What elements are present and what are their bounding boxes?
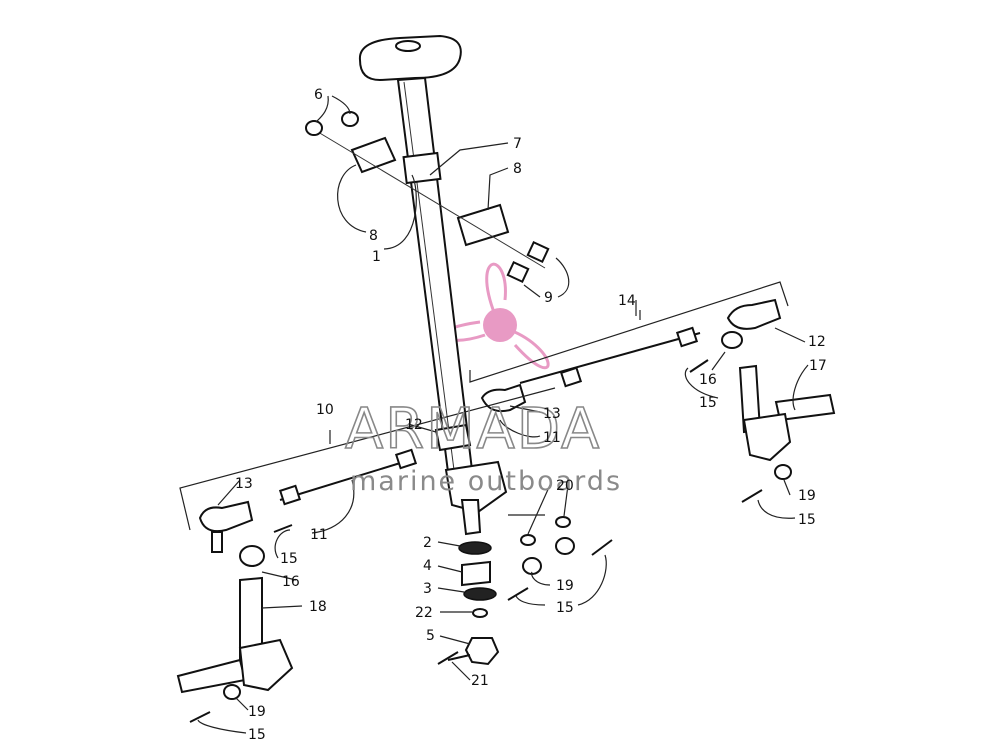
- leader-lines: [197, 95, 809, 734]
- watermark-brand: ARMADA: [345, 397, 601, 462]
- callout-12-center: 12: [405, 417, 423, 433]
- callout-14: 14: [618, 293, 636, 309]
- callout-8-right: 8: [513, 161, 522, 177]
- callout-1: 1: [372, 249, 381, 265]
- right-spindle: [721, 331, 836, 480]
- tie-rods: [278, 326, 701, 506]
- callout-13-left: 13: [235, 476, 253, 492]
- clamp-parts: [305, 111, 550, 284]
- callout-9: 9: [544, 290, 553, 306]
- callout-11-left: 11: [310, 527, 328, 543]
- watermark-tagline: marine outboards: [350, 466, 622, 497]
- steering-post: [358, 34, 508, 536]
- callout-18: 18: [309, 599, 327, 615]
- callout-16-right: 16: [699, 372, 717, 388]
- small-parts: [189, 359, 763, 723]
- callout-6: 6: [314, 87, 323, 103]
- callout-19-center: 19: [556, 578, 574, 594]
- callout-8-left: 8: [369, 228, 378, 244]
- callout-19-bottom: 19: [248, 704, 266, 720]
- callout-15-left: 15: [280, 551, 298, 567]
- callout-17: 17: [809, 358, 827, 374]
- assembly-brackets: [179, 281, 789, 531]
- callout-15-bottom: 15: [248, 727, 266, 743]
- callout-4: 4: [423, 558, 432, 574]
- callout-2: 2: [423, 535, 432, 551]
- callout-20: 20: [556, 478, 574, 494]
- callout-11-center: 11: [543, 430, 561, 446]
- callout-21: 21: [471, 673, 489, 689]
- callout-labels: 1 2 3 4 5 6 7 8 8 9 10 11 11 12 12 13 13…: [235, 87, 827, 743]
- callout-19-right: 19: [798, 488, 816, 504]
- callout-3: 3: [423, 581, 432, 597]
- callout-12-right: 12: [808, 334, 826, 350]
- callout-15-center: 15: [556, 600, 574, 616]
- callout-13-center: 13: [543, 406, 561, 422]
- callout-16-left: 16: [282, 574, 300, 590]
- callout-15-right-upper: 15: [699, 395, 717, 411]
- callout-10: 10: [316, 402, 334, 418]
- callout-22: 22: [415, 605, 433, 621]
- left-spindle: [176, 545, 294, 700]
- callout-15-right-lower: 15: [798, 512, 816, 528]
- callout-7: 7: [513, 136, 522, 152]
- callout-5: 5: [426, 628, 435, 644]
- bearing-stack: [447, 541, 500, 666]
